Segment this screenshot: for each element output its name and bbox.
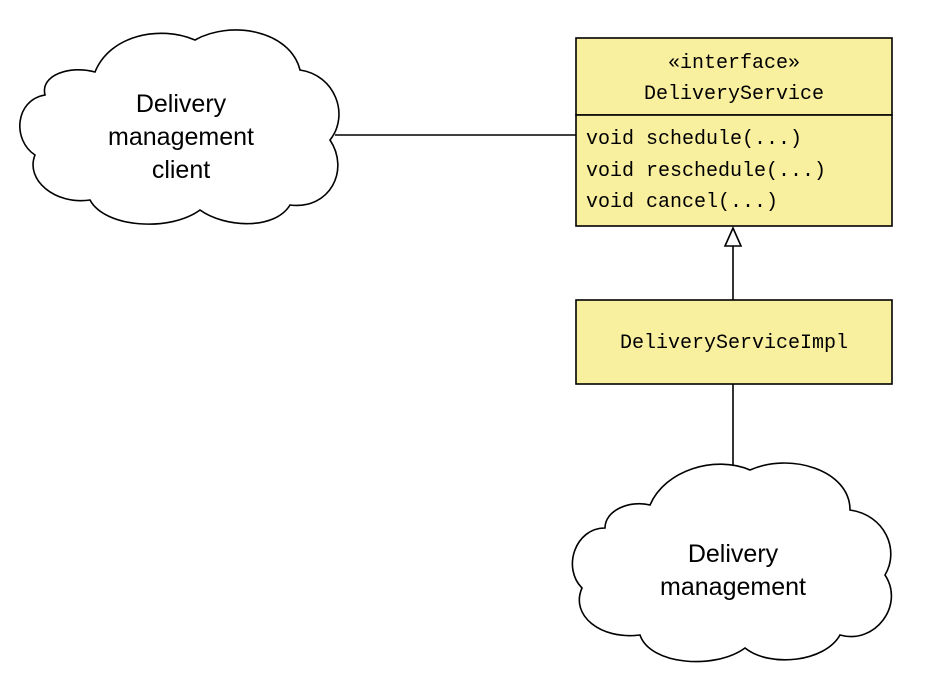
impl-box-shape xyxy=(575,299,893,385)
client-cloud-shape xyxy=(19,29,340,225)
client-cloud: Delivery management client xyxy=(19,29,340,225)
client-cloud-line-1: Delivery xyxy=(136,90,227,118)
interface-method-3: void cancel(...) xyxy=(586,191,778,214)
impl-class-box: DeliveryServiceImpl xyxy=(575,299,893,385)
interface-header xyxy=(575,37,893,116)
service-cloud-line-2: management xyxy=(660,573,806,601)
client-cloud-line-3: client xyxy=(152,156,210,184)
service-cloud-shape xyxy=(571,462,893,663)
interface-stereotype: «interface» xyxy=(668,52,800,75)
interface-method-2: void reschedule(...) xyxy=(586,160,826,183)
interface-class-box: «interface» DeliveryService void schedul… xyxy=(575,37,893,227)
interface-methods-section xyxy=(575,114,893,227)
client-cloud-line-2: management xyxy=(108,123,254,151)
service-cloud-line-1: Delivery xyxy=(688,540,779,568)
service-cloud: Delivery management xyxy=(571,462,893,663)
impl-name: DeliveryServiceImpl xyxy=(620,332,848,355)
interface-method-1: void schedule(...) xyxy=(586,128,802,151)
interface-name: DeliveryService xyxy=(644,83,824,106)
realization-arrowhead xyxy=(723,226,743,247)
